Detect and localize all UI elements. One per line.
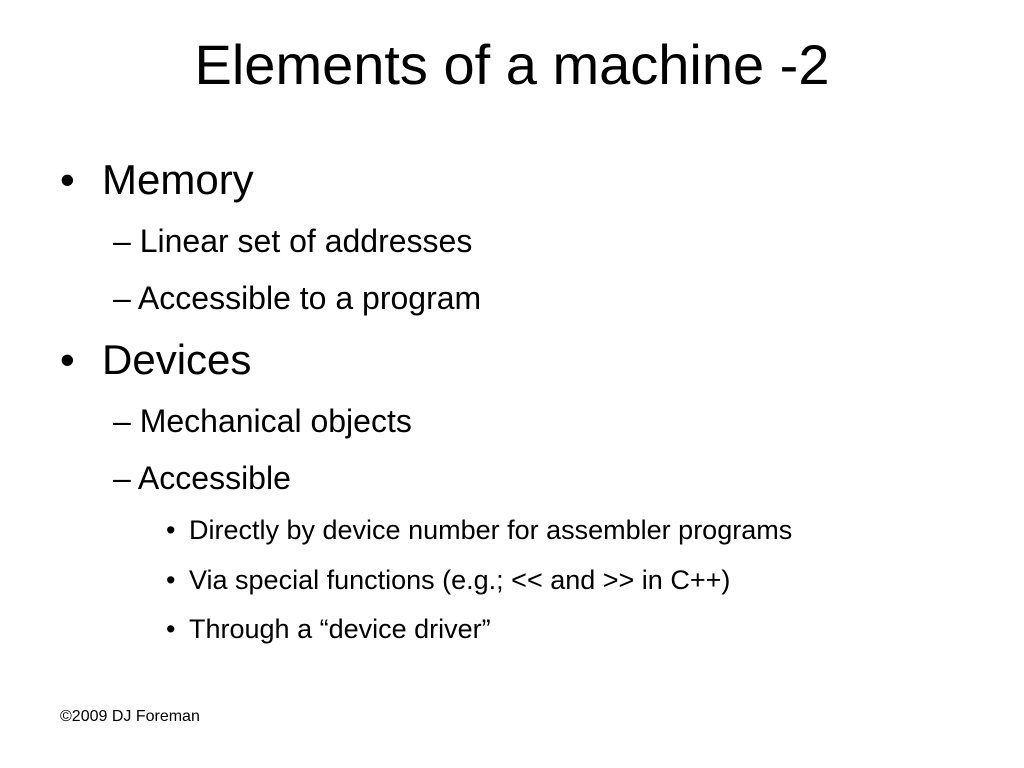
bullet-marker: • <box>60 156 75 203</box>
subitem-text: Accessible to a program <box>137 280 482 316</box>
dash-marker: – <box>113 223 131 259</box>
copyright-footer: ©2009 DJ Foreman <box>60 708 200 725</box>
bullet-marker: • <box>166 614 176 644</box>
subitem-accessible: – Accessible <box>113 458 291 498</box>
subsubitem-text: Via special functions (e.g.; << and >> i… <box>189 565 731 595</box>
subitem-accessible-program: – Accessible to a program <box>113 278 481 318</box>
bullet-item-memory: • Memory <box>60 155 254 205</box>
subsubitem-text: Through a “device driver” <box>189 614 491 644</box>
dash-marker: – <box>113 460 131 496</box>
dash-marker: – <box>113 403 131 439</box>
bullet-marker: • <box>60 336 75 383</box>
subsubitem-text: Directly by device number for assembler … <box>189 515 793 545</box>
bullet-marker: • <box>166 565 176 595</box>
subitem-mechanical-objects: – Mechanical objects <box>113 401 412 441</box>
bullet-item-devices: • Devices <box>60 335 251 385</box>
dash-marker: – <box>113 280 131 316</box>
bullet-marker: • <box>166 515 176 545</box>
slide-title: Elements of a machine -2 <box>194 33 830 96</box>
subitem-linear-set: – Linear set of addresses <box>113 221 472 261</box>
bullet-text: Memory <box>102 156 254 203</box>
subitem-text: Linear set of addresses <box>139 223 473 259</box>
subsubitem-device-driver: • Through a “device driver” <box>166 612 491 646</box>
subitem-text: Mechanical objects <box>139 403 412 439</box>
subsubitem-directly: • Directly by device number for assembler… <box>166 513 792 547</box>
bullet-text: Devices <box>102 336 252 383</box>
subsubitem-special-functions: • Via special functions (e.g.; << and >> … <box>166 563 730 597</box>
subitem-text: Accessible <box>137 460 291 496</box>
